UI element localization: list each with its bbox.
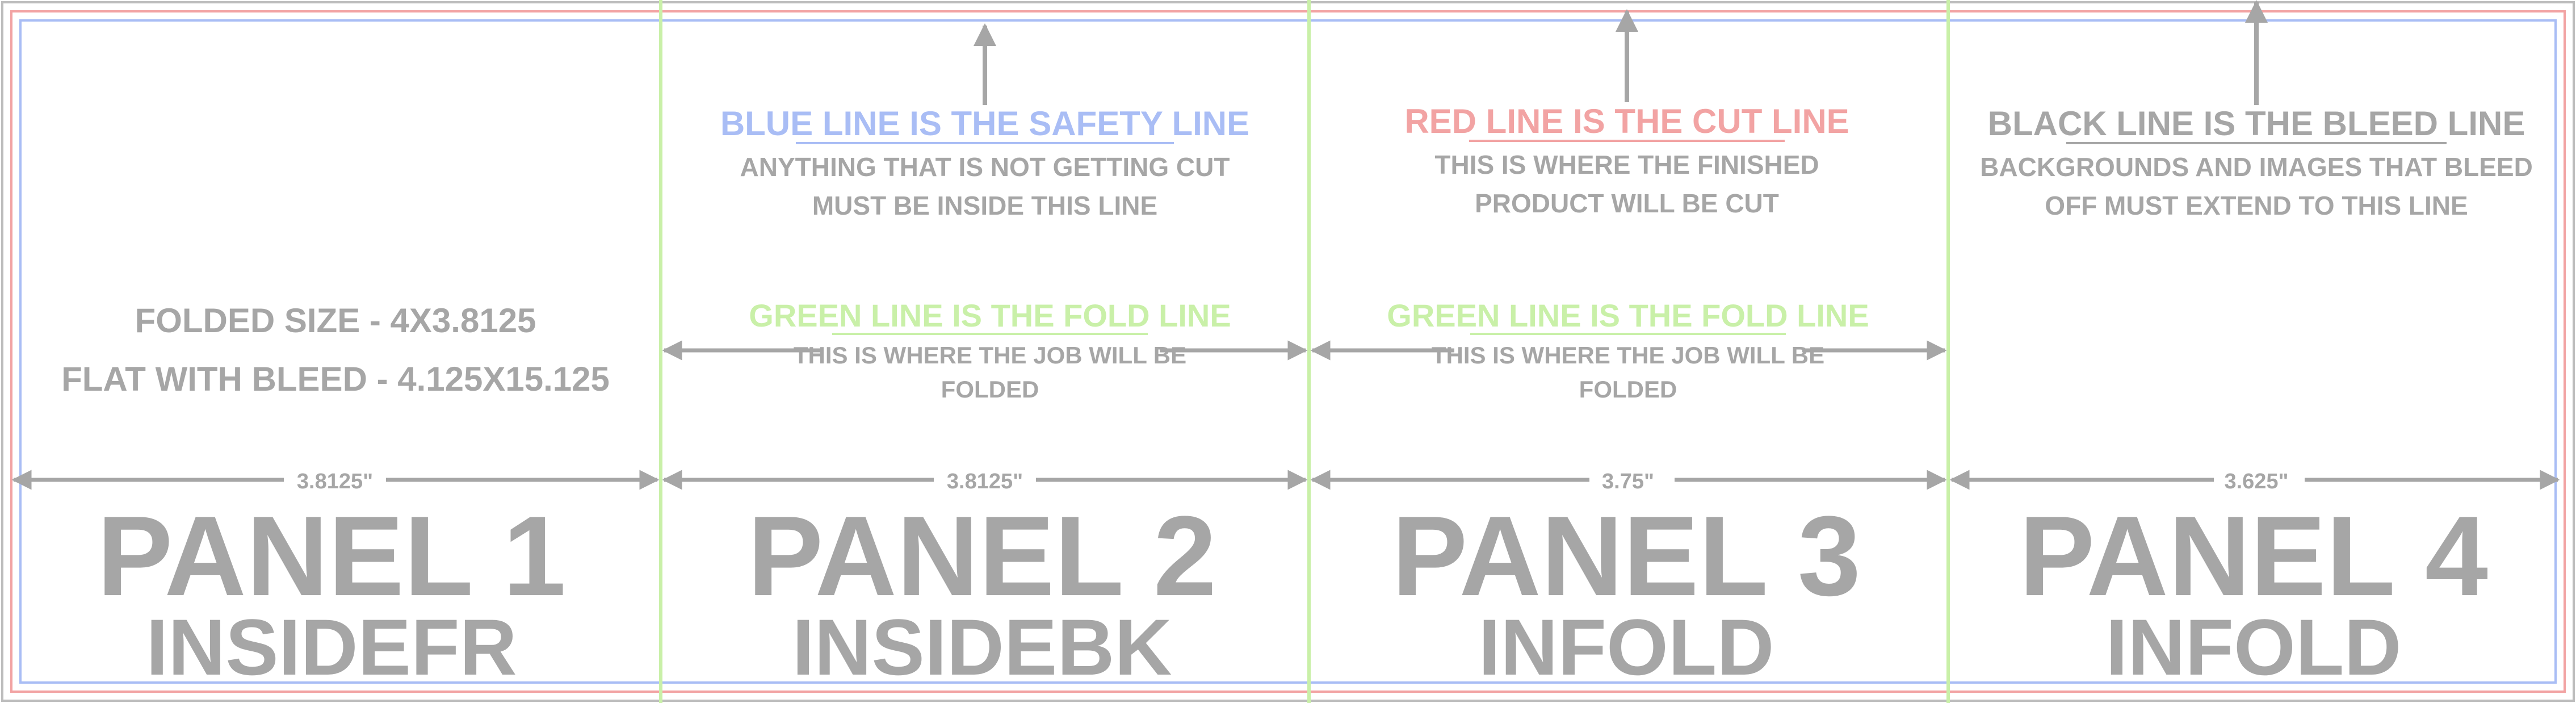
bleed-note-heading: BLACK LINE IS THE BLEED LINE	[1988, 104, 2525, 143]
fold-note-2-line-1: THIS IS WHERE THE JOB WILL BE	[1432, 342, 1824, 369]
panel-1-title: PANEL 1	[97, 493, 566, 620]
panel-3: 3.75" PANEL 3 INFOLD	[1310, 470, 1947, 692]
cut-note-heading: RED LINE IS THE CUT LINE	[1404, 102, 1849, 140]
safety-note-line-1: ANYTHING THAT IS NOT GETTING CUT	[740, 152, 1230, 182]
panel-4-width-label: 3.625"	[2224, 470, 2288, 493]
fold-note-1-line-1: THIS IS WHERE THE JOB WILL BE	[794, 342, 1186, 369]
panel-2-width-label: 3.8125"	[947, 470, 1023, 493]
bleed-note-line-1: BACKGROUNDS AND IMAGES THAT BLEED	[1980, 152, 2533, 182]
panel-4-subtitle: INFOLD	[2105, 602, 2401, 692]
safety-note-heading: BLUE LINE IS THE SAFETY LINE	[720, 104, 1249, 143]
panel-1-width-label: 3.8125"	[297, 470, 373, 493]
fold-note-1-line-2: FOLDED	[941, 376, 1039, 403]
fold-note-2-line-2: FOLDED	[1579, 376, 1677, 403]
folded-size-text: FOLDED SIZE - 4X3.8125	[135, 302, 536, 340]
cut-note-line-1: THIS IS WHERE THE FINISHED	[1434, 150, 1819, 179]
panel-3-width-label: 3.75"	[1602, 470, 1654, 493]
panel-1: 3.8125" PANEL 1 INSIDEFR	[11, 470, 660, 692]
cut-line	[10, 10, 2566, 693]
panel-3-subtitle: INFOLD	[1478, 602, 1774, 692]
panel-4-title: PANEL 4	[2019, 493, 2488, 620]
panel-4: 3.625" PANEL 4 INFOLD	[1949, 470, 2560, 692]
bleed-note-line-2: OFF MUST EXTEND TO THIS LINE	[2045, 191, 2468, 220]
panel-1-subtitle: INSIDEFR	[146, 602, 517, 692]
cut-note-line-2: PRODUCT WILL BE CUT	[1475, 189, 1779, 218]
panel-2-subtitle: INSIDEBK	[792, 602, 1172, 692]
safety-line	[19, 19, 2557, 684]
panel-3-title: PANEL 3	[1392, 493, 1861, 620]
flat-with-bleed-text: FLAT WITH BLEED - 4.125X15.125	[61, 360, 610, 398]
panel-2-title: PANEL 2	[748, 493, 1216, 620]
safety-note-line-2: MUST BE INSIDE THIS LINE	[812, 191, 1157, 220]
fold-note-2-heading: GREEN LINE IS THE FOLD LINE	[1387, 298, 1869, 333]
fold-note-1-heading: GREEN LINE IS THE FOLD LINE	[749, 298, 1231, 333]
panel-2: 3.8125" PANEL 2 INSIDEBK	[662, 470, 1308, 692]
